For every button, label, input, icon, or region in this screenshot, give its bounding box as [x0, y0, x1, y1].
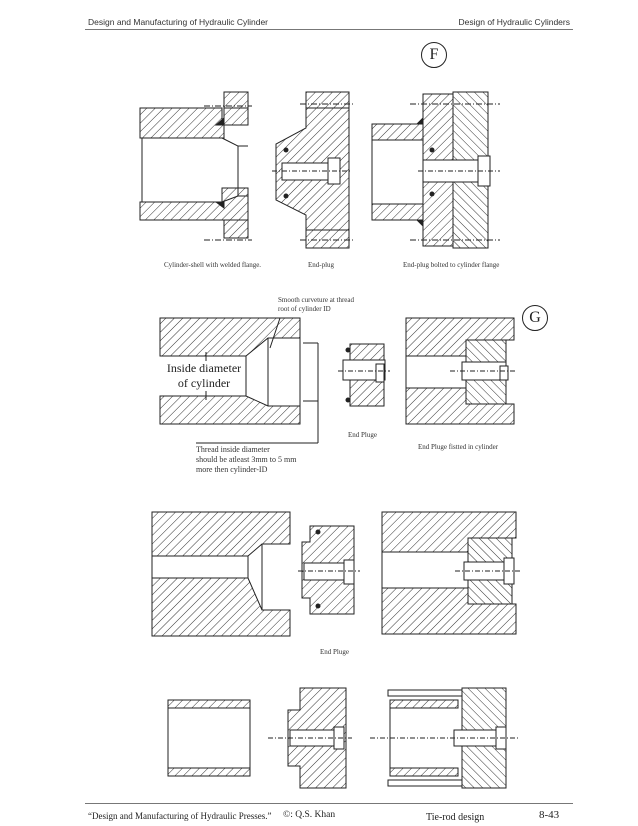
- g-end-pluge-fitted: [405, 317, 516, 425]
- caption-s3-end-pluge: End Pluge: [320, 648, 349, 656]
- thread-inside-diameter-note: Thread inside diameter should be atleast…: [196, 445, 296, 475]
- footer-rule: [85, 803, 573, 804]
- s3-end-pluge: [298, 525, 360, 615]
- caption-g-end-pluge-fitted: End Pluge fistted in cylinder: [418, 443, 499, 451]
- thread-note-line-3: more then cylinder-ID: [196, 465, 268, 474]
- f-shell-welded-flange: [139, 91, 252, 241]
- caption-end-plug-bolted: End-plug bolted to cylinder flange: [403, 261, 500, 269]
- footer-copyright: ©: Q.S. Khan: [283, 810, 336, 820]
- header-right: Design of Hydraulic Cylinders: [458, 17, 571, 27]
- s4-cylinder: [167, 699, 251, 777]
- footer-page-number: 8-43: [539, 809, 560, 821]
- caption-g-end-pluge: End Pluge: [348, 431, 377, 439]
- inside-diameter-line-2: of cylinder: [177, 376, 231, 390]
- footer-topic: Tie-rod design: [426, 812, 485, 823]
- s4-end-pluge: [268, 687, 352, 789]
- footer-book-title: “Design and Manufacturing of Hydraulic P…: [88, 811, 272, 821]
- section-f-letter: F: [421, 42, 447, 68]
- g-cylinder-thread: [159, 317, 319, 444]
- s3-end-pluge-fitted: [381, 511, 520, 635]
- header-left: Design and Manufacturing of Hydraulic Cy…: [88, 17, 269, 27]
- inside-diameter-line-1: Inside diameter: [166, 361, 242, 375]
- header-rule: [85, 29, 573, 30]
- note-thread-root-line-1: Smooth curveture at thread: [278, 296, 355, 304]
- g-end-pluge: [338, 343, 390, 407]
- caption-welded-flange: Cylinder-shell with welded flange.: [164, 261, 262, 269]
- note-thread-root: Smooth curveture at thread root of cylin…: [278, 296, 354, 314]
- f-end-plug-bolted: [371, 91, 500, 249]
- caption-end-plug: End-plug: [308, 261, 335, 269]
- thread-note-line-1: Thread inside diameter: [196, 445, 270, 454]
- section-g-letter: G: [522, 305, 548, 331]
- f-end-plug: [272, 91, 355, 249]
- note-thread-root-line-2: root of cylinder ID: [278, 305, 331, 313]
- s3-cylinder: [151, 511, 291, 637]
- s4-tie-rod-assembly: [370, 687, 520, 789]
- inside-diameter-label: Inside diameter of cylinder: [166, 361, 242, 391]
- thread-note-line-2: should be atleast 3mm to 5 mm: [196, 455, 297, 464]
